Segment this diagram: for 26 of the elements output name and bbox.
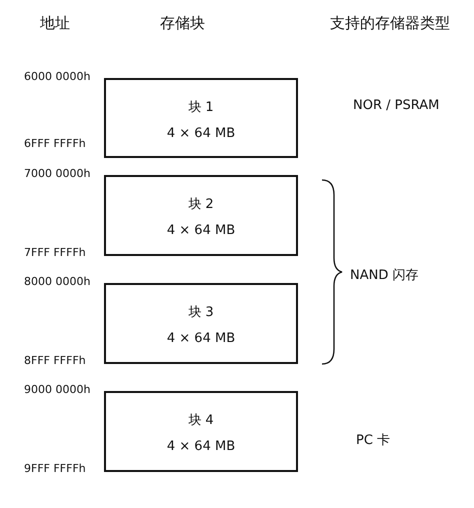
block-name: 块 1 [187,99,215,116]
block-size: 4 × 64 MB [166,331,236,346]
memory-type-label: NOR / PSRAM [353,98,440,113]
address-label: 8FFF FFFFh [24,354,86,367]
address-label: 9FFF FFFFh [24,462,86,475]
block-name: 块 4 [187,412,215,429]
address-label: 9000 0000h [24,383,90,396]
memory-block [104,391,298,472]
memory-block [104,78,298,158]
address-label: 7000 0000h [24,167,90,180]
address-label: 7FFF FFFFh [24,246,86,259]
block-name: 块 2 [187,196,215,213]
address-label: 8000 0000h [24,275,90,288]
memory-type-label: NAND 闪存 [350,267,418,284]
column-header: 地址 [40,14,70,33]
memory-block [104,175,298,256]
column-header: 存储块 [160,14,205,33]
block-size: 4 × 64 MB [166,439,236,454]
block-size: 4 × 64 MB [166,223,236,238]
address-label: 6FFF FFFFh [24,137,86,150]
block-size: 4 × 64 MB [166,126,236,141]
block-name: 块 3 [187,304,215,321]
memory-block [104,283,298,364]
memory-type-label: PC 卡 [356,432,390,449]
address-label: 6000 0000h [24,70,90,83]
column-header: 支持的存储器类型 [330,14,450,33]
